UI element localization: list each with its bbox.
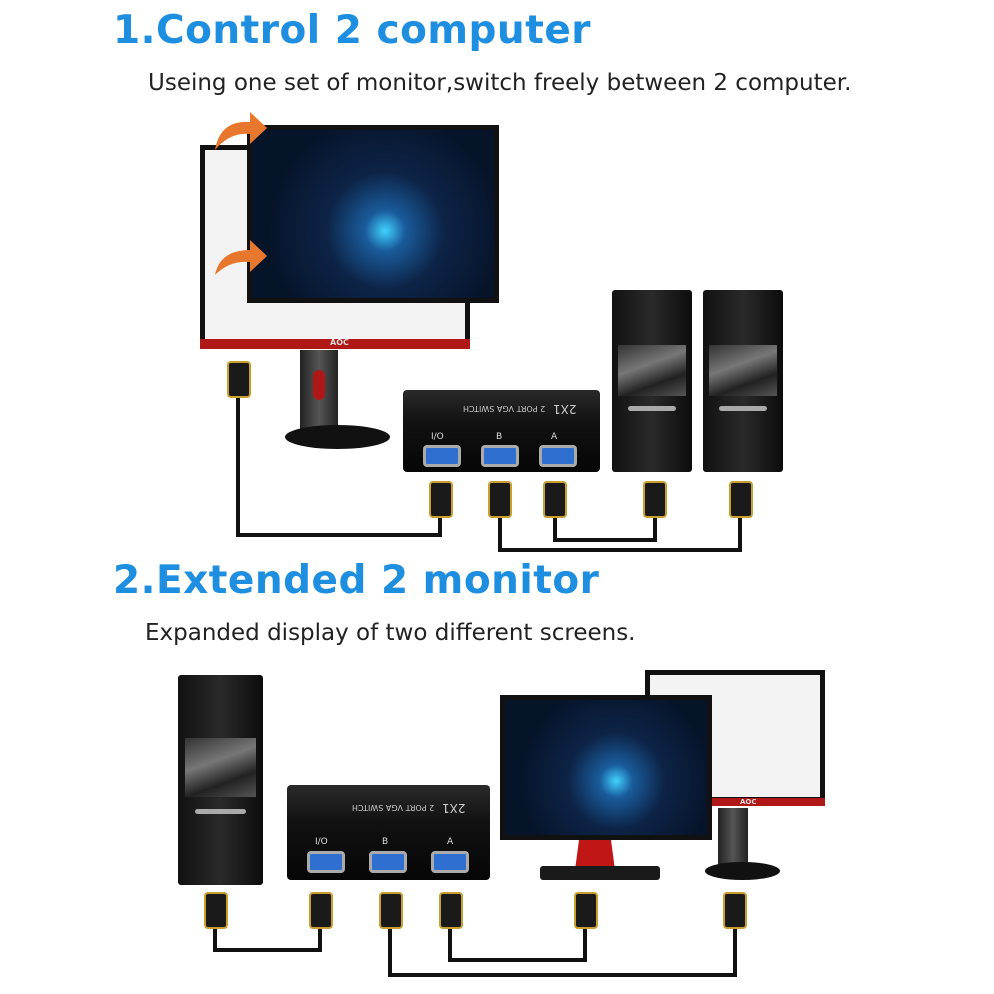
vga-port-io (423, 445, 461, 467)
switch-model-label: 2 PORT VGA SWITCH (352, 803, 435, 812)
monitor-center-screen (500, 695, 712, 840)
section-1-subtitle: Useing one set of monitor,switch freely … (148, 70, 852, 96)
vga-port-a (539, 445, 577, 467)
monitor-base (705, 862, 780, 880)
orange-arrow-icon (215, 112, 267, 150)
switch-badge: 2X1 (442, 801, 466, 815)
vga-port-b (369, 851, 407, 873)
arrow-icons (215, 112, 267, 275)
computer-tower-1 (612, 290, 692, 472)
section-1-title: 1.Control 2 computer (113, 8, 592, 53)
front-monitor-screen (247, 125, 499, 303)
monitor-base (285, 425, 390, 449)
monitor-brand-logo: AOC (330, 338, 349, 347)
monitor-base (540, 866, 660, 880)
port-label-b: B (496, 432, 503, 442)
stand-accent (313, 370, 325, 400)
vga-port-a (431, 851, 469, 873)
port-label-a: A (447, 837, 454, 847)
vga-port-b (481, 445, 519, 467)
monitor-stand-red (575, 840, 615, 870)
section-2-subtitle: Expanded display of two different screen… (145, 620, 636, 646)
port-label-io: I/O (315, 837, 328, 847)
section-2-title: 2.Extended 2 monitor (113, 558, 600, 603)
computer-tower-3 (178, 675, 263, 885)
vga-switch-section-1: 2 PORT VGA SWITCH 2X1 I/O B A (403, 390, 600, 472)
vga-port-io (307, 851, 345, 873)
monitor-stand (718, 808, 748, 868)
port-label-a: A (551, 432, 558, 442)
vga-switch-section-2: 2 PORT VGA SWITCH 2X1 I/O B A (287, 785, 490, 880)
orange-arrow-icon (215, 240, 267, 275)
port-label-io: I/O (431, 432, 444, 442)
port-label-b: B (382, 837, 389, 847)
monitor-brand-logo: AOC (740, 798, 757, 806)
computer-tower-2 (703, 290, 783, 472)
